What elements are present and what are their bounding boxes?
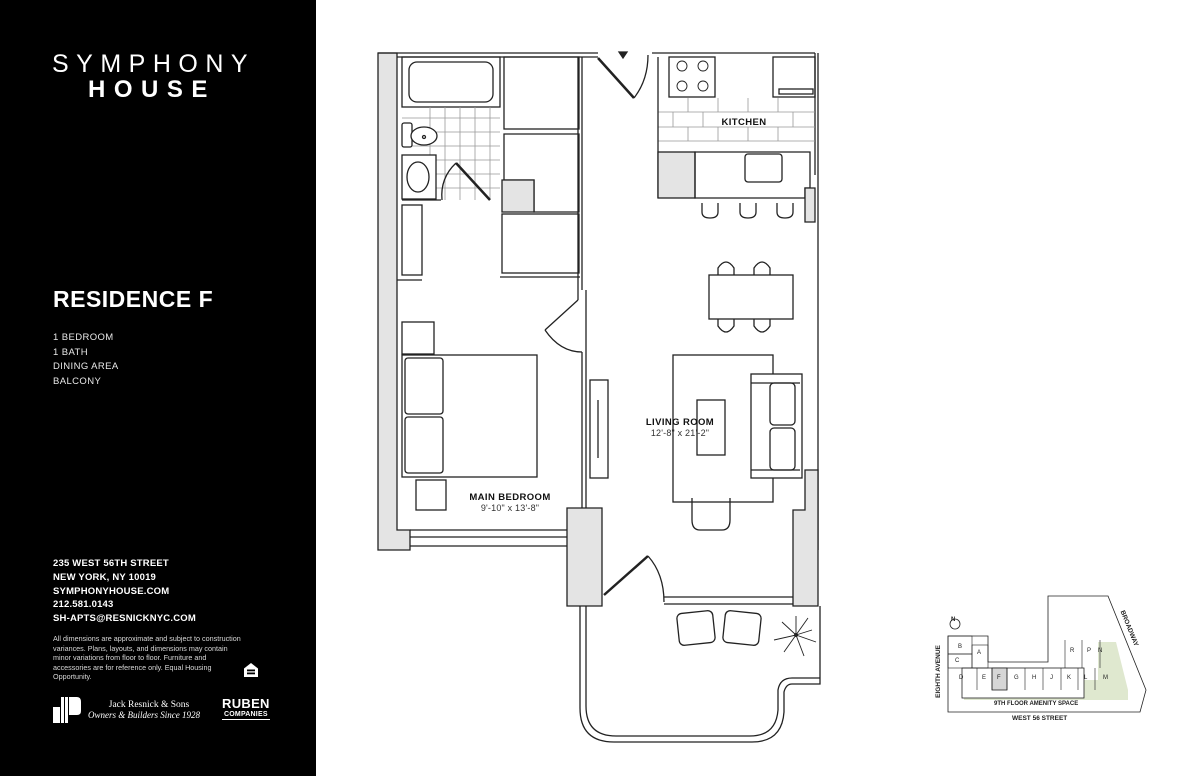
equal-housing-icon bbox=[244, 663, 258, 677]
room-name: KITCHEN bbox=[721, 117, 767, 128]
jack-resnick-logo bbox=[53, 697, 81, 723]
unit-label: H bbox=[1032, 675, 1037, 681]
key-plan bbox=[947, 595, 1147, 713]
kitchen-label: KITCHEN bbox=[700, 117, 788, 128]
unit-label: D bbox=[959, 675, 964, 681]
ruben-line2: COMPANIES bbox=[222, 710, 270, 720]
website-link[interactable]: SYMPHONYHOUSE.COM bbox=[53, 585, 170, 597]
unit-label: E bbox=[982, 675, 987, 681]
north-arrow-icon: N bbox=[951, 617, 956, 623]
room-dimensions: 12'-8" x 21'-2" bbox=[650, 428, 710, 438]
unit-label: J bbox=[1050, 675, 1053, 681]
address-line1: 235 WEST 56TH STREET bbox=[53, 558, 169, 569]
unit-label-highlighted: F bbox=[997, 675, 1001, 681]
room-dimensions: 9'-10" x 13'-8" bbox=[480, 503, 540, 513]
disclaimer-text: All dimensions are approximate and subje… bbox=[53, 634, 241, 682]
main-bedroom-label: MAIN BEDROOM 9'-10" x 13'-8" bbox=[455, 492, 565, 513]
email-link[interactable]: SH-APTS@RESNICKNYC.COM bbox=[53, 613, 196, 625]
contact-block: 235 WEST 56TH STREET NEW YORK, NY 10019 … bbox=[53, 557, 196, 626]
jrs-name: Jack Resnick & Sons bbox=[108, 700, 190, 710]
unit-label: M bbox=[1103, 675, 1108, 681]
brand-name-line1: SYMPHONY bbox=[52, 50, 256, 78]
unit-label: B bbox=[958, 644, 963, 650]
feature-item: 1 BATH bbox=[53, 346, 88, 358]
room-name: LIVING ROOM bbox=[645, 417, 715, 428]
ruben-companies-logo: RUBEN COMPANIES bbox=[222, 697, 270, 720]
room-name: MAIN BEDROOM bbox=[469, 492, 551, 503]
living-room-label: LIVING ROOM 12'-8" x 21'-2" bbox=[630, 417, 730, 438]
unit-label: R bbox=[1070, 648, 1075, 654]
jack-resnick-text: Jack Resnick & Sons Owners & Builders Si… bbox=[88, 700, 210, 720]
unit-label: K bbox=[1067, 675, 1072, 681]
feature-item: 1 BEDROOM bbox=[53, 332, 114, 343]
unit-label: N bbox=[1098, 648, 1103, 654]
amenity-space-label: 9TH FLOOR AMENITY SPACE bbox=[994, 701, 1079, 707]
info-sidebar: SYMPHONY HOUSE RESIDENCE F 1 BEDROOM 1 B… bbox=[0, 0, 316, 776]
jrs-tagline: Owners & Builders Since 1928 bbox=[88, 710, 200, 720]
unit-label: L bbox=[1084, 675, 1088, 681]
unit-label: P bbox=[1087, 648, 1092, 654]
feature-item: BALCONY bbox=[53, 375, 102, 387]
brand-name-line2: HOUSE bbox=[88, 76, 216, 103]
unit-label: C bbox=[955, 658, 960, 664]
unit-label: G bbox=[1014, 675, 1019, 681]
street-west-56: WEST 56 STREET bbox=[1012, 715, 1068, 722]
phone-number[interactable]: 212.581.0143 bbox=[53, 599, 114, 611]
address-line2: NEW YORK, NY 10019 bbox=[53, 571, 157, 583]
feature-list: 1 BEDROOM 1 BATH DINING AREA BALCONY bbox=[53, 331, 119, 389]
unit-label: A bbox=[977, 650, 982, 656]
street-eighth-avenue: EIGHTH AVENUE bbox=[934, 645, 942, 698]
feature-item: DINING AREA bbox=[53, 361, 119, 373]
ruben-line1: RUBEN bbox=[222, 696, 270, 711]
residence-title: RESIDENCE F bbox=[53, 286, 214, 312]
